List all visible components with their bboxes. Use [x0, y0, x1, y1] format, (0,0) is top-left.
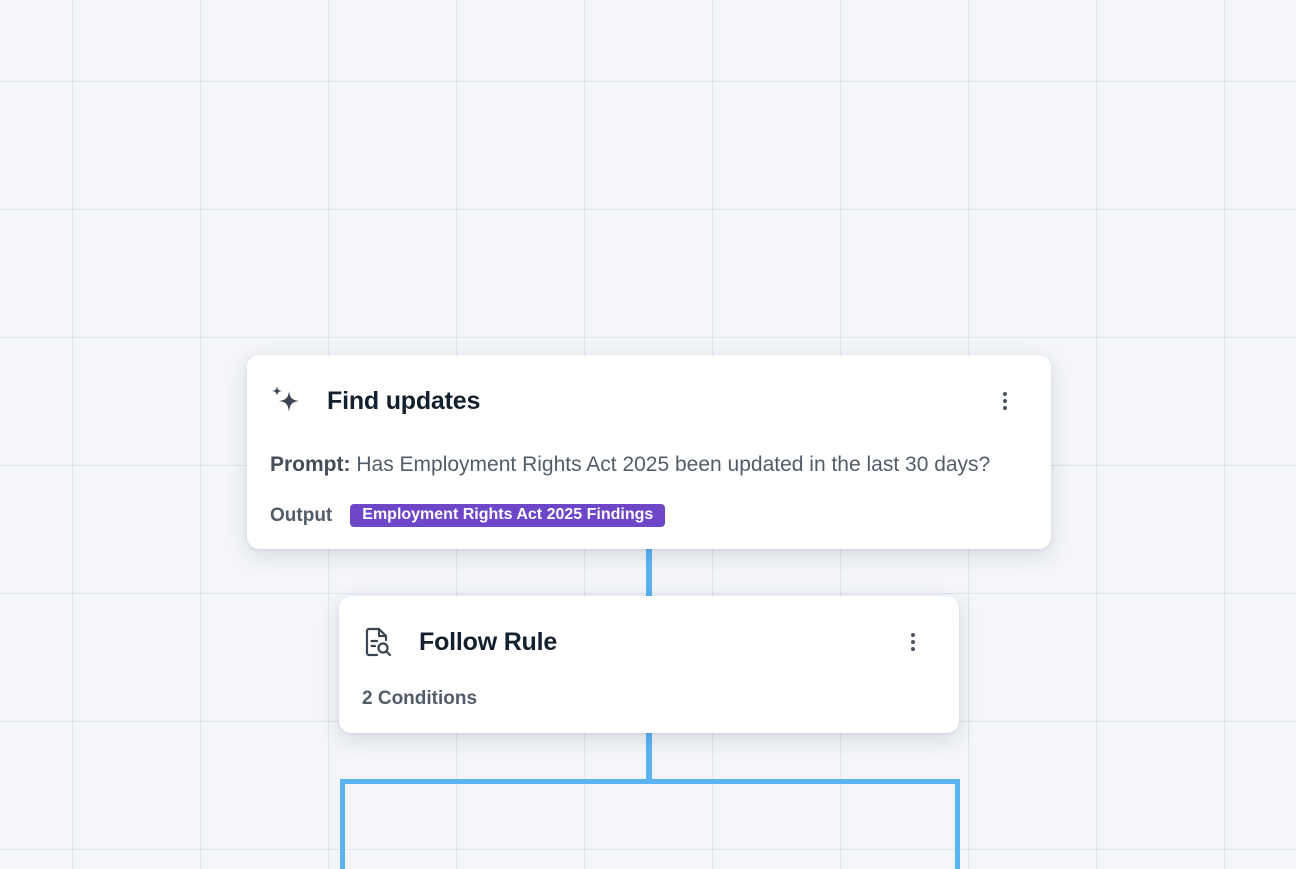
node-title: Find updates	[327, 387, 481, 415]
output-variable-chip[interactable]: Employment Rights Act 2025 Findings	[350, 504, 666, 527]
prompt-text: Has Employment Rights Act 2025 been upda…	[356, 453, 991, 476]
prompt-line: Prompt: Has Employment Rights Act 2025 b…	[270, 453, 990, 477]
output-label: Output	[270, 504, 333, 526]
connector-rule-to-branch	[646, 732, 652, 784]
document-search-icon	[361, 625, 395, 659]
branch-connector	[340, 779, 960, 869]
node-title: Follow Rule	[419, 628, 558, 656]
output-row: Output Employment Rights Act 2025 Findin…	[270, 504, 666, 527]
node-follow-rule[interactable]: Follow Rule 2 Conditions	[339, 596, 959, 733]
connector-find-to-rule	[646, 548, 652, 598]
sparkles-icon	[269, 384, 303, 418]
conditions-count: 2 Conditions	[362, 688, 478, 709]
prompt-label: Prompt:	[270, 453, 351, 476]
node-find-updates[interactable]: Find updates Prompt: Has Employment Righ…	[247, 355, 1051, 549]
more-vertical-icon[interactable]	[901, 627, 925, 657]
more-vertical-icon[interactable]	[993, 386, 1017, 416]
